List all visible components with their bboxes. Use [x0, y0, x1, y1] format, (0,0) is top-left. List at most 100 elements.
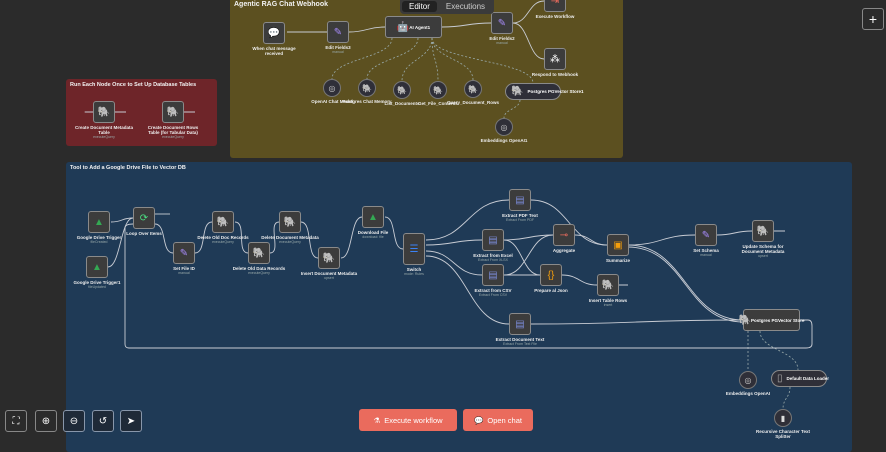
- sub-connection[interactable]: [431, 37, 474, 81]
- node-edit-fields3[interactable]: ✎: [327, 21, 349, 43]
- node-label: Prepare al Json: [521, 288, 581, 293]
- node-create-rows[interactable]: 🐘: [162, 101, 184, 123]
- connection[interactable]: [627, 234, 696, 246]
- connection[interactable]: [503, 239, 541, 276]
- connection[interactable]: [234, 221, 249, 254]
- execute-workflow-button[interactable]: ⚗Execute workflow: [359, 409, 457, 431]
- connection[interactable]: [269, 221, 280, 254]
- node-embeddings[interactable]: ◎: [739, 371, 757, 389]
- node-pgvector-tool[interactable]: 🐘Postgres PGVector Store1: [505, 83, 583, 100]
- node-insert-rows[interactable]: 🐘: [597, 274, 619, 296]
- node-csv[interactable]: ▤: [482, 264, 504, 286]
- connection[interactable]: [107, 217, 134, 268]
- node-chat-trigger[interactable]: 💬: [263, 22, 285, 44]
- node-summarize[interactable]: ▣: [607, 234, 629, 256]
- node-set-schema[interactable]: ✎: [695, 224, 717, 246]
- node-create-meta[interactable]: 🐘: [93, 101, 115, 123]
- node-title: Embeddings OpenAI1: [480, 138, 528, 143]
- add-node-button[interactable]: +: [862, 8, 884, 30]
- undo-button[interactable]: ↺: [92, 410, 114, 432]
- node-openai-chat[interactable]: ◎: [323, 79, 341, 97]
- node-edit-fields2[interactable]: ✎: [491, 12, 513, 34]
- node-gdrive-trigger[interactable]: ▲: [88, 211, 110, 233]
- node-prepare-json[interactable]: {}: [540, 264, 562, 286]
- connection[interactable]: [425, 255, 510, 325]
- node-aggregate[interactable]: ⊸: [553, 224, 575, 246]
- connection[interactable]: [425, 239, 483, 246]
- node-doc-text[interactable]: ▤: [509, 313, 531, 335]
- edit-fields2-icon: ✎: [497, 17, 507, 29]
- connection[interactable]: [425, 250, 483, 276]
- sub-connection[interactable]: [431, 37, 439, 82]
- node-query-rows[interactable]: 🐘: [464, 80, 482, 98]
- node-ai-agent[interactable]: 🤖AI Agent1: [385, 16, 442, 38]
- node-loop[interactable]: ⟳: [133, 207, 155, 229]
- connection[interactable]: [512, 0, 545, 24]
- sticky-tool[interactable]: Tool to Add a Google Drive File to Vecto…: [66, 162, 852, 452]
- connection[interactable]: [110, 217, 134, 223]
- node-gdrive-trigger1[interactable]: ▲: [86, 256, 108, 278]
- csv-icon: ▤: [488, 269, 498, 281]
- node-title: Delete Document Metadata: [261, 235, 319, 240]
- connection[interactable]: [512, 22, 545, 60]
- node-get-file[interactable]: 🐘: [429, 81, 447, 99]
- node-excel[interactable]: ▤: [482, 229, 504, 251]
- node-label: Aggregate: [534, 248, 594, 253]
- connection[interactable]: [340, 216, 363, 259]
- node-update-schema[interactable]: 🐘: [752, 220, 774, 242]
- connection[interactable]: [194, 221, 213, 254]
- node-label: Embeddings OpenAI: [718, 391, 778, 396]
- node-splitter[interactable]: ▮: [774, 409, 792, 427]
- sub-connection[interactable]: [366, 37, 419, 80]
- node-set-file-id[interactable]: ✎: [173, 242, 195, 264]
- node-list-docs[interactable]: 🐘: [393, 81, 411, 99]
- connection[interactable]: [574, 234, 608, 246]
- connection[interactable]: [300, 221, 319, 259]
- node-title: List_Documents: [384, 101, 420, 106]
- connection[interactable]: [530, 319, 744, 325]
- node-pgvector[interactable]: 🐘Postgres PGVector Store: [739, 309, 805, 331]
- node-respond-webhook[interactable]: ⁂: [544, 48, 566, 70]
- node-switch[interactable]: ☰: [403, 233, 425, 265]
- loop-back-connection[interactable]: [124, 223, 813, 349]
- node-execute-workflow[interactable]: ⇥: [544, 0, 566, 12]
- connection[interactable]: [627, 246, 744, 323]
- connection[interactable]: [154, 223, 174, 254]
- node-del-doc[interactable]: 🐘: [212, 211, 234, 233]
- connection[interactable]: [348, 26, 386, 33]
- connection[interactable]: [503, 234, 554, 276]
- tidy-button[interactable]: ➤: [120, 410, 142, 432]
- open-chat-button[interactable]: 💬Open chat: [463, 409, 533, 431]
- connection[interactable]: [384, 216, 404, 250]
- zoom-in-button[interactable]: ⊕: [35, 410, 57, 432]
- connection[interactable]: [441, 22, 492, 28]
- connection[interactable]: [530, 199, 608, 246]
- sub-connection[interactable]: [431, 37, 534, 84]
- node-insert-meta[interactable]: 🐘: [318, 247, 340, 269]
- connection[interactable]: [716, 230, 753, 236]
- fit-view-button[interactable]: ⛶: [5, 410, 27, 432]
- node-del-data[interactable]: 🐘: [248, 242, 270, 264]
- connection[interactable]: [503, 234, 554, 241]
- zoom-out-button[interactable]: ⊖: [63, 410, 85, 432]
- tab-executions[interactable]: Executions: [445, 2, 486, 11]
- sticky-title: Tool to Add a Google Drive File to Vecto…: [70, 165, 186, 171]
- tab-editor[interactable]: Editor: [402, 1, 437, 12]
- connection[interactable]: [627, 244, 744, 321]
- node-pdf[interactable]: ▤: [509, 189, 531, 211]
- aggregate-icon: ⊸: [559, 229, 569, 241]
- node-pg-memory[interactable]: 🐘: [358, 79, 376, 97]
- node-del-meta[interactable]: 🐘: [279, 211, 301, 233]
- sub-connection[interactable]: [503, 99, 521, 119]
- node-label: List_Documents: [372, 101, 432, 106]
- node-embeddings1[interactable]: ◎: [495, 118, 513, 136]
- node-download[interactable]: ▲: [362, 206, 384, 228]
- sub-connection[interactable]: [759, 330, 799, 371]
- sub-connection[interactable]: [782, 386, 791, 410]
- node-data-loader[interactable]: ▯Default Data Loader: [771, 370, 829, 387]
- connection[interactable]: [561, 274, 598, 286]
- sticky-setup[interactable]: Run Each Node Once to Set Up Database Ta…: [66, 79, 217, 146]
- connection[interactable]: [425, 199, 510, 241]
- sub-connection[interactable]: [401, 37, 433, 82]
